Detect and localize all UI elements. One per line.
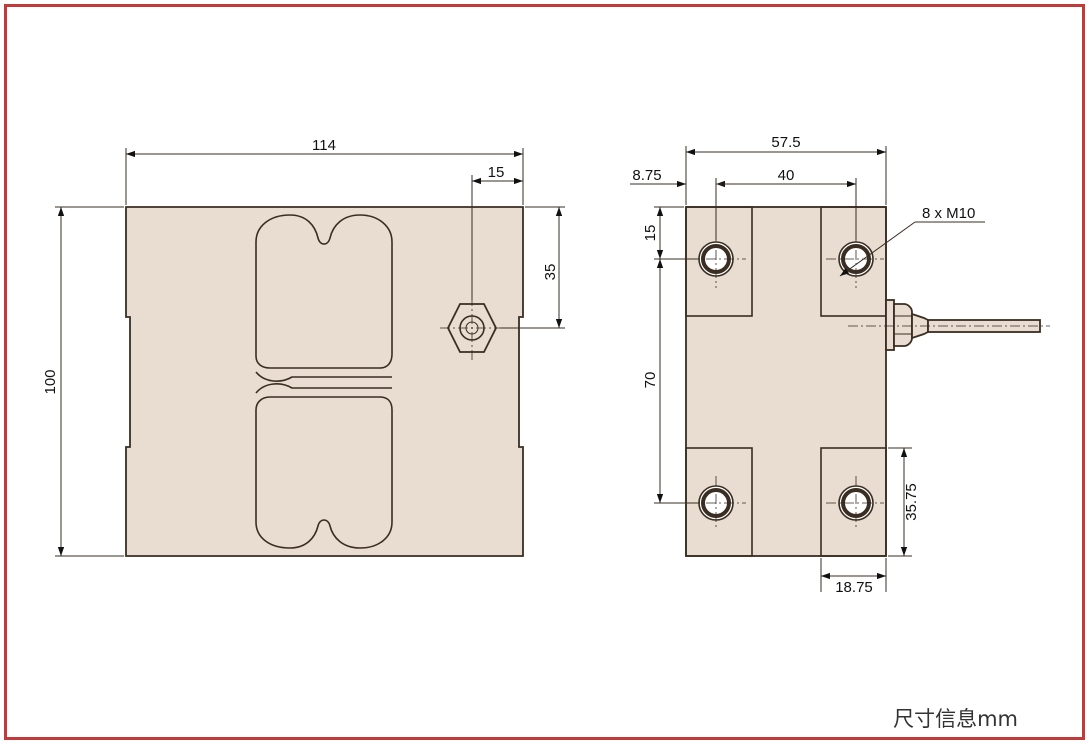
front-view: 114 15 100 35: [42, 137, 565, 557]
pad-top-right: [820, 206, 887, 317]
pad-bottom-right: [820, 447, 887, 557]
dim-side-bottom-offset: 35.75: [903, 483, 920, 521]
drawing-border: [4, 4, 1085, 740]
front-view-lower-slot: [255, 396, 393, 549]
dim-front-hole-y: 35: [542, 264, 559, 281]
dim-side-hole-spacing-x: 40: [778, 167, 795, 184]
callout-thread: 8 x M10: [922, 205, 975, 222]
front-view-slit: [255, 371, 392, 394]
dim-front-hole-x: 15: [488, 164, 505, 181]
dim-side-edge-offset: 8.75: [632, 167, 661, 184]
dim-side-top-offset: 15: [642, 225, 659, 242]
dim-side-hole-spacing-y: 70: [642, 372, 659, 389]
front-view-upper-slot: [255, 214, 393, 369]
side-view: 8 x M10 57.5 40 8.75 15 70 35.75 18.75: [630, 134, 1050, 596]
units-caption: 尺寸信息mm: [893, 707, 1018, 731]
dim-front-height: 100: [42, 369, 59, 394]
dim-side-pad-width: 18.75: [835, 579, 873, 596]
cable-gland: [885, 299, 929, 351]
pad-bottom-left: [685, 447, 753, 557]
front-view-body: [125, 206, 524, 557]
dim-front-width: 114: [312, 137, 336, 154]
dim-side-total-width: 57.5: [771, 134, 800, 151]
pad-top-left: [685, 206, 753, 317]
